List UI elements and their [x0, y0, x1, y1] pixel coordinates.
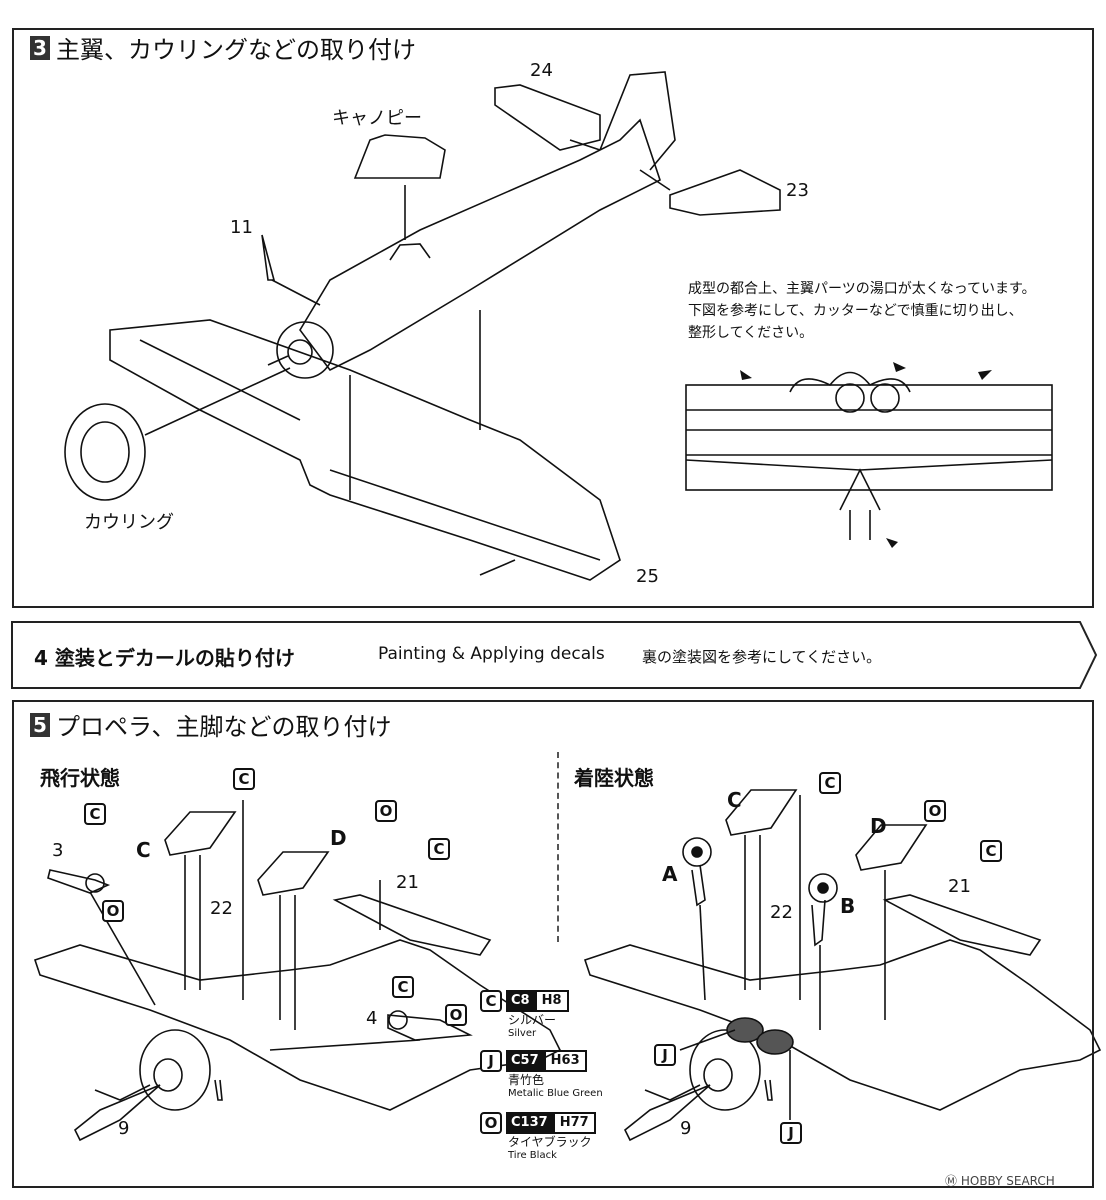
watermark-icon: Ⓜ [945, 1174, 958, 1188]
landing-heading: 着陸状態 [574, 766, 654, 790]
landing-box-j-left: J [654, 1044, 676, 1066]
landing-box-c-top: C [819, 772, 841, 794]
step3-frame [12, 28, 1094, 608]
gate-note: 成型の都合上、主翼パーツの湯口が太くなっています。 下図を参考にして、カッターな… [688, 278, 1036, 344]
label-part-23: 23 [786, 180, 809, 201]
landing-box-c-right: C [980, 840, 1002, 862]
step3-number: 3 [30, 35, 50, 60]
flight-label-c: C [136, 838, 151, 862]
flight-box-c-mid: C [233, 768, 255, 790]
step5-title: プロペラ、主脚などの取り付け [56, 713, 392, 741]
legend-en-blue-green: Metalic Blue Green [508, 1088, 603, 1099]
legend-row-c: C C8 H8 [480, 990, 569, 1012]
flight-label-22: 22 [210, 898, 233, 919]
gate-note-line-3: 整形してください。 [688, 325, 814, 341]
step4-title: 4 塗装とデカールの貼り付け [34, 646, 295, 670]
step4-instruction: 裏の塗装図を参考にしてください。 [642, 648, 882, 666]
legend-row-o: O C137 H77 [480, 1112, 596, 1134]
landing-label-c: C [727, 788, 742, 812]
flight-box-o-door4: O [445, 1004, 467, 1026]
legend-key-c: C [480, 990, 502, 1012]
step5-number: 5 [30, 712, 50, 737]
label-part-24: 24 [530, 60, 553, 81]
landing-label-d: D [870, 814, 887, 838]
flight-label-21: 21 [396, 872, 419, 893]
legend-name-silver: シルバー Silver [508, 1014, 556, 1040]
flight-label-3: 3 [52, 840, 64, 861]
watermark-text: HOBBY SEARCH [960, 1174, 1055, 1188]
step5-header: 5 プロペラ、主脚などの取り付け [30, 707, 392, 742]
landing-label-21: 21 [948, 876, 971, 897]
landing-label-22: 22 [770, 902, 793, 923]
landing-box-j-right: J [780, 1122, 802, 1144]
flight-box-c-door4: C [392, 976, 414, 998]
flight-label-d: D [330, 826, 347, 850]
label-part-25: 25 [636, 566, 659, 587]
flight-box-o-right: O [375, 800, 397, 822]
legend-key-j: J [480, 1050, 502, 1072]
legend-jp-blue-green: 青竹色 [508, 1073, 545, 1087]
flight-label-4: 4 [366, 1008, 378, 1029]
flight-box-c-right: C [428, 838, 450, 860]
legend-code-c57: C57 [506, 1050, 544, 1072]
flight-label-9: 9 [118, 1118, 130, 1139]
step3-title: 主翼、カウリングなどの取り付け [56, 36, 416, 64]
landing-label-9: 9 [680, 1118, 692, 1139]
step5-frame [12, 700, 1094, 1188]
label-cowling: カウリング [84, 512, 174, 533]
label-part-11: 11 [230, 217, 253, 238]
legend-jp-silver: シルバー [508, 1013, 557, 1027]
legend-jp-tire-black: タイヤブラック [508, 1135, 592, 1149]
flight-heading: 飛行状態 [40, 766, 120, 790]
legend-row-j: J C57 H63 [480, 1050, 587, 1072]
legend-name-tire-black: タイヤブラック Tire Black [508, 1136, 592, 1162]
legend-h-h77: H77 [552, 1112, 596, 1134]
landing-label-b: B [840, 894, 856, 918]
flight-box-c-top: C [84, 803, 106, 825]
legend-code-c8: C8 [506, 990, 535, 1012]
gate-note-line-2: 下図を参考にして、カッターなどで慎重に切り出し、 [688, 303, 1023, 319]
step3-header: 3 主翼、カウリングなどの取り付け [30, 30, 416, 65]
legend-h-h8: H8 [534, 990, 569, 1012]
landing-box-o: O [924, 800, 946, 822]
legend-code-c137: C137 [506, 1112, 553, 1134]
legend-en-silver: Silver [508, 1028, 537, 1039]
step4-english: Painting & Applying decals [378, 644, 605, 664]
legend-h-h63: H63 [543, 1050, 587, 1072]
legend-key-o: O [480, 1112, 502, 1134]
legend-name-blue-green: 青竹色 Metalic Blue Green [508, 1074, 603, 1100]
state-divider [557, 752, 559, 942]
gate-note-line-1: 成型の都合上、主翼パーツの湯口が太くなっています。 [688, 281, 1036, 297]
label-canopy: キャノピー [332, 108, 422, 129]
flight-box-o-left: O [102, 900, 124, 922]
legend-en-tire-black: Tire Black [508, 1150, 557, 1161]
landing-label-a: A [662, 862, 678, 886]
hobby-search-watermark: Ⓜ HOBBY SEARCH [945, 1172, 1055, 1189]
